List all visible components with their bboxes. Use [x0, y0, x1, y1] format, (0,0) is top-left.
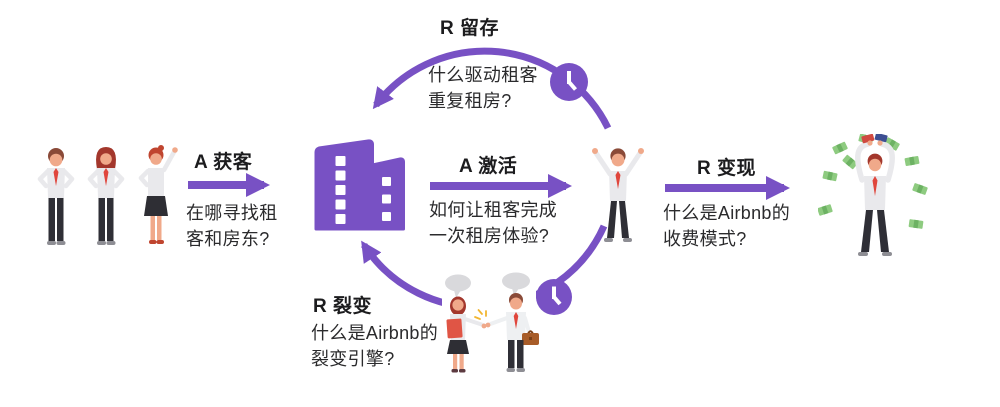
revenue-step-title: R 变现: [697, 158, 757, 179]
referral-step-title: R 裂变: [313, 296, 373, 317]
handshake-people-illustration: [442, 272, 539, 373]
referral-question-line1: 什么是Airbnb的: [311, 323, 439, 343]
money-person-illustration: [818, 134, 928, 256]
sparkle-icon: [474, 309, 487, 320]
person-woman-waving: [138, 145, 178, 244]
three-people-illustration: [37, 145, 178, 245]
clock-icon: [536, 279, 572, 315]
retention-question-line2: 重复租房?: [428, 91, 512, 111]
acquisition-question-line1: 在哪寻找租: [186, 203, 278, 223]
person-man: [37, 148, 75, 245]
acquisition-question: 在哪寻找租 客和房东?: [186, 200, 278, 252]
acquisition-question-line2: 客和房东?: [186, 229, 270, 249]
revenue-question: 什么是Airbnb的 收费模式?: [663, 200, 790, 252]
revenue-question-line2: 收费模式?: [663, 229, 747, 249]
cheering-person-illustration: [592, 148, 644, 242]
retention-step-title: R 留存: [440, 18, 500, 39]
activation-question-line1: 如何让租客完成: [429, 200, 558, 220]
briefcase-icon: [522, 330, 539, 345]
building-windows: [335, 156, 391, 224]
building-icon: [314, 139, 405, 231]
referral-question: 什么是Airbnb的 裂变引擎?: [311, 320, 438, 372]
person-man-referral: [485, 293, 539, 372]
referral-question-line2: 裂变引擎?: [311, 349, 395, 369]
clock-icon: [550, 63, 588, 101]
retention-question: 什么驱动租客 重复租房?: [428, 62, 538, 114]
activation-step-title: A 激活: [459, 156, 518, 177]
person-woman: [87, 147, 125, 245]
speech-bubble-icon: [445, 272, 530, 298]
revenue-question-line1: 什么是Airbnb的: [663, 203, 791, 223]
person-woman-referral: [446, 296, 487, 373]
acquisition-step-title: A 获客: [194, 152, 253, 173]
activation-question: 如何让租客完成 一次租房体验?: [429, 197, 557, 249]
activation-question-line2: 一次租房体验?: [429, 226, 550, 246]
retention-question-line1: 什么驱动租客: [428, 65, 538, 85]
retention-loop-arrow: [372, 47, 612, 130]
